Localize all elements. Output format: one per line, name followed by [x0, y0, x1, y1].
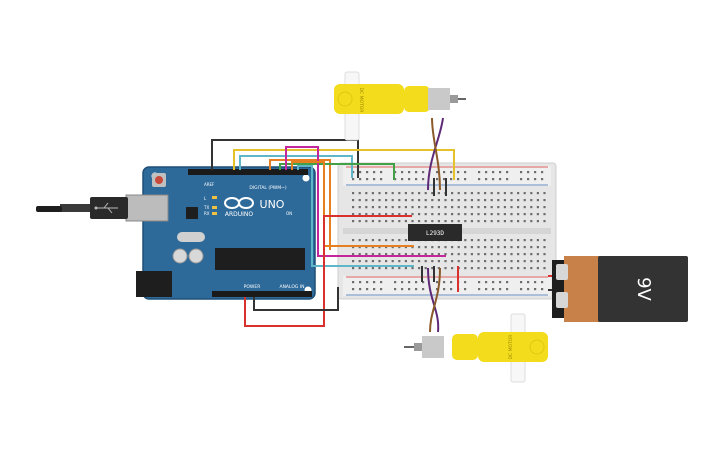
battery-label: 9V [633, 277, 654, 301]
digital-header-label: DIGITAL (PWM~) [249, 185, 287, 191]
wire-motor-top-a[interactable] [427, 117, 444, 191]
battery-9v[interactable]: 9V [552, 256, 688, 322]
dc-motor-top[interactable]: DC MOTOR [334, 71, 466, 141]
wire-yellow-top[interactable] [233, 149, 455, 180]
wires [211, 117, 560, 333]
arduino-brand: ARDUINO [225, 211, 254, 218]
power-jack[interactable] [136, 271, 172, 297]
rx-label: RX [204, 211, 210, 216]
l-led-label: L [204, 196, 207, 201]
wire-green-top[interactable] [279, 163, 395, 180]
wire-magenta[interactable] [285, 146, 446, 257]
wire-orange-mid[interactable] [291, 161, 414, 247]
breadboard-holes [352, 171, 546, 291]
arduino-logo-icon [224, 197, 254, 209]
motor-top-label: DC MOTOR [358, 88, 364, 113]
wire-motor-top-b[interactable] [431, 117, 441, 191]
usb-icon [94, 202, 118, 214]
arduino-model: UNO [260, 198, 285, 211]
wire-black-gnd[interactable] [253, 287, 339, 311]
wire-black-top[interactable] [211, 139, 359, 178]
arduino-uno-board[interactable]: ARDUINO UNO DIGITAL (PWM~) POWER ANALOG … [142, 166, 316, 300]
wire-orange-top[interactable] [269, 159, 331, 250]
power-label: POWER [244, 284, 261, 290]
driver-chip-label: L293D [426, 230, 444, 237]
wire-motor-bottom-b[interactable] [429, 267, 441, 333]
dc-motor-bottom[interactable]: DC MOTOR [404, 313, 548, 383]
power-analog-header [212, 291, 312, 297]
motor-bottom-label: DC MOTOR [508, 335, 514, 360]
on-led-label: ON [286, 211, 292, 216]
digital-header [188, 169, 308, 175]
wire-cyan-mid[interactable] [297, 165, 414, 267]
atmega-chip [215, 248, 305, 270]
wire-cyan-top[interactable] [239, 155, 353, 178]
analog-label: ANALOG IN [279, 284, 304, 290]
tx-label: TX [203, 205, 209, 210]
aref-label: AREF [204, 182, 215, 187]
wire-motor-bottom-a[interactable] [427, 267, 440, 333]
l293d-chip[interactable]: L293D [408, 224, 462, 241]
